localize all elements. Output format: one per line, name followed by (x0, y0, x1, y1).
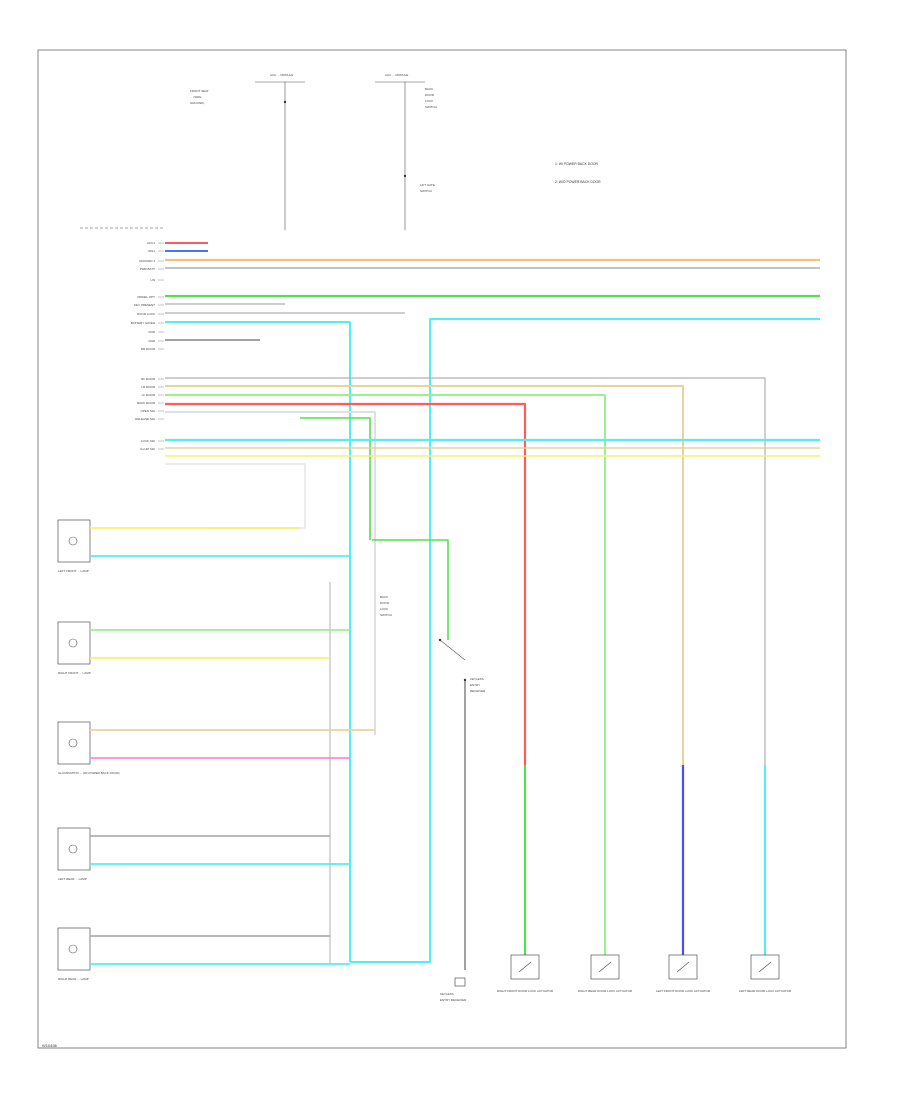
pin-label: LIN (150, 278, 155, 282)
lamp-component (57, 827, 91, 871)
lamp-label: RIGHT FRONT ... LAMP (58, 671, 91, 675)
actuator-switch-icon (518, 961, 532, 973)
wire-rf-door (165, 385, 684, 765)
svg-text:SWITCH: SWITCH (420, 189, 432, 193)
keyless-receiver-icon (454, 977, 466, 987)
bus-wires (165, 242, 820, 963)
vertical-wires (329, 539, 766, 970)
legend: 1: W/ POWER BACK DOOR 2: W/O POWER BACK … (555, 162, 601, 184)
svg-text:FRONT SEAT: FRONT SEAT (190, 89, 209, 93)
svg-text:KEYLESS: KEYLESS (440, 992, 454, 996)
lamp-bulb-icon (68, 738, 78, 748)
pin-label: LF DOOR (142, 393, 156, 397)
svg-text:... (SIDE: ... (SIDE (190, 95, 201, 99)
lamp-component (57, 927, 91, 971)
pin-label: MODEL OPT (137, 295, 155, 299)
legend-item-1: 1: W/ POWER BACK DOOR (555, 162, 599, 166)
pin-label: RR DOOR (141, 347, 156, 351)
pin-label: LOCK SIG (141, 439, 156, 443)
pin-label: IGN1 (148, 249, 155, 253)
svg-text:ENTRY RECEIVER: ENTRY RECEIVER (440, 998, 467, 1002)
pin-label: RELEASE SIG (135, 417, 156, 421)
svg-text:ACC ... MODULE: ACC ... MODULE (270, 73, 293, 77)
pin-label: GROUND 1 (139, 259, 155, 263)
pin-label: RF DOOR (141, 377, 156, 381)
pin-label: LR DOOR (141, 385, 156, 389)
wire-battery-saver (165, 321, 351, 962)
pin-label: GND (148, 339, 156, 343)
left-components: LEFT FRONT ... LAMP RIGHT FRONT ... LAMP I… (57, 519, 375, 981)
middle-back-door-lock-switch: BACK DOOR LOCK SWITCH KEYLESS ENTRY RECE… (380, 595, 486, 1002)
svg-text:LOCK: LOCK (380, 607, 388, 611)
wire-rr-door (165, 377, 766, 765)
diagram-frame (37, 49, 847, 1049)
lamp-label: ILLUMINATION ... (W/ POWER BACK DOOR) (58, 771, 120, 775)
svg-text:LOCK: LOCK (425, 99, 433, 103)
pin-label: OPEN SIG (140, 409, 155, 413)
lamp-component (57, 621, 91, 665)
svg-text:ACC ... MODULE: ACC ... MODULE (385, 73, 408, 77)
pin-label: ILLUM SIG (140, 447, 156, 451)
wire-back-door (165, 411, 376, 735)
lamp-bulb-icon (68, 844, 78, 854)
wire-lr-door (165, 394, 606, 765)
svg-text:SWITCH: SWITCH (380, 613, 392, 617)
actuator-label: LEFT FRONT DOOR LOCK ACTUATOR (656, 989, 711, 993)
actuator-switch-icon (676, 961, 690, 973)
lamp-label: RIGHT REAR ... LAMP (58, 977, 89, 981)
wire-illum-sig (165, 463, 306, 529)
svg-text:DOOR: DOOR (380, 601, 390, 605)
wire-to-back-door-switch (372, 539, 449, 640)
legend-item-2: 2: W/O POWER BACK DOOR (555, 180, 601, 184)
lamp-component (57, 721, 91, 765)
pin-label: ACC1 (147, 241, 155, 245)
pin-label: BATTERY SAVER (131, 321, 156, 325)
lamp-component (57, 519, 91, 563)
lamp-label: LEFT FRONT ... LAMP (58, 569, 89, 573)
right-actuators: RIGHT FRONT DOOR LOCK ACTUATOR RIGHT REAR… (497, 954, 792, 993)
svg-text:BACK: BACK (425, 87, 433, 91)
actuator-switch-icon (758, 961, 772, 973)
wire-back-door-branch (300, 417, 371, 540)
actuator-label: LEFT REAR DOOR LOCK ACTUATOR (739, 989, 792, 993)
actuator-label: RIGHT REAR DOOR LOCK ACTUATOR (578, 989, 633, 993)
pin-label: KEY PRESENT (134, 303, 155, 307)
svg-text:ENTRY: ENTRY (470, 683, 480, 687)
lamp-bulb-icon (68, 638, 78, 648)
lamp-bulb-icon (68, 536, 78, 546)
svg-text:GROUND): GROUND) (190, 101, 204, 105)
actuator-switch-icon (598, 961, 612, 973)
wire-back-door-feed (350, 318, 820, 963)
pin-label: BACK DOOR (137, 401, 156, 405)
actuator-label: RIGHT FRONT DOOR LOCK ACTUATOR (497, 989, 554, 993)
pin-label: PWR BATT (140, 267, 155, 271)
lamp-bulb-icon (68, 944, 78, 954)
lamp-label: LEFT REAR ... LAMP (58, 877, 87, 881)
svg-text:KEYLESS: KEYLESS (470, 677, 484, 681)
pin-label: DOOR LOCK (137, 312, 155, 316)
svg-text:DOOR: DOOR (425, 93, 435, 97)
wire-lf-door (165, 402, 527, 765)
svg-text:BACK: BACK (380, 595, 388, 599)
svg-text:LIFT GATE: LIFT GATE (420, 183, 435, 187)
top-component-lift-gate-switch: ACC ... MODULE BACK DOOR LOCK SWITCH LIF… (375, 73, 437, 230)
svg-text:SWITCH: SWITCH (425, 105, 437, 109)
footer-code: W10456 (42, 1043, 58, 1048)
pin-label: GND (148, 330, 156, 334)
svg-text:RECEIVER: RECEIVER (470, 689, 486, 693)
top-component-ground-switch: ACC ... MODULE FRONT SEAT ... (SIDE GROU… (190, 73, 305, 230)
